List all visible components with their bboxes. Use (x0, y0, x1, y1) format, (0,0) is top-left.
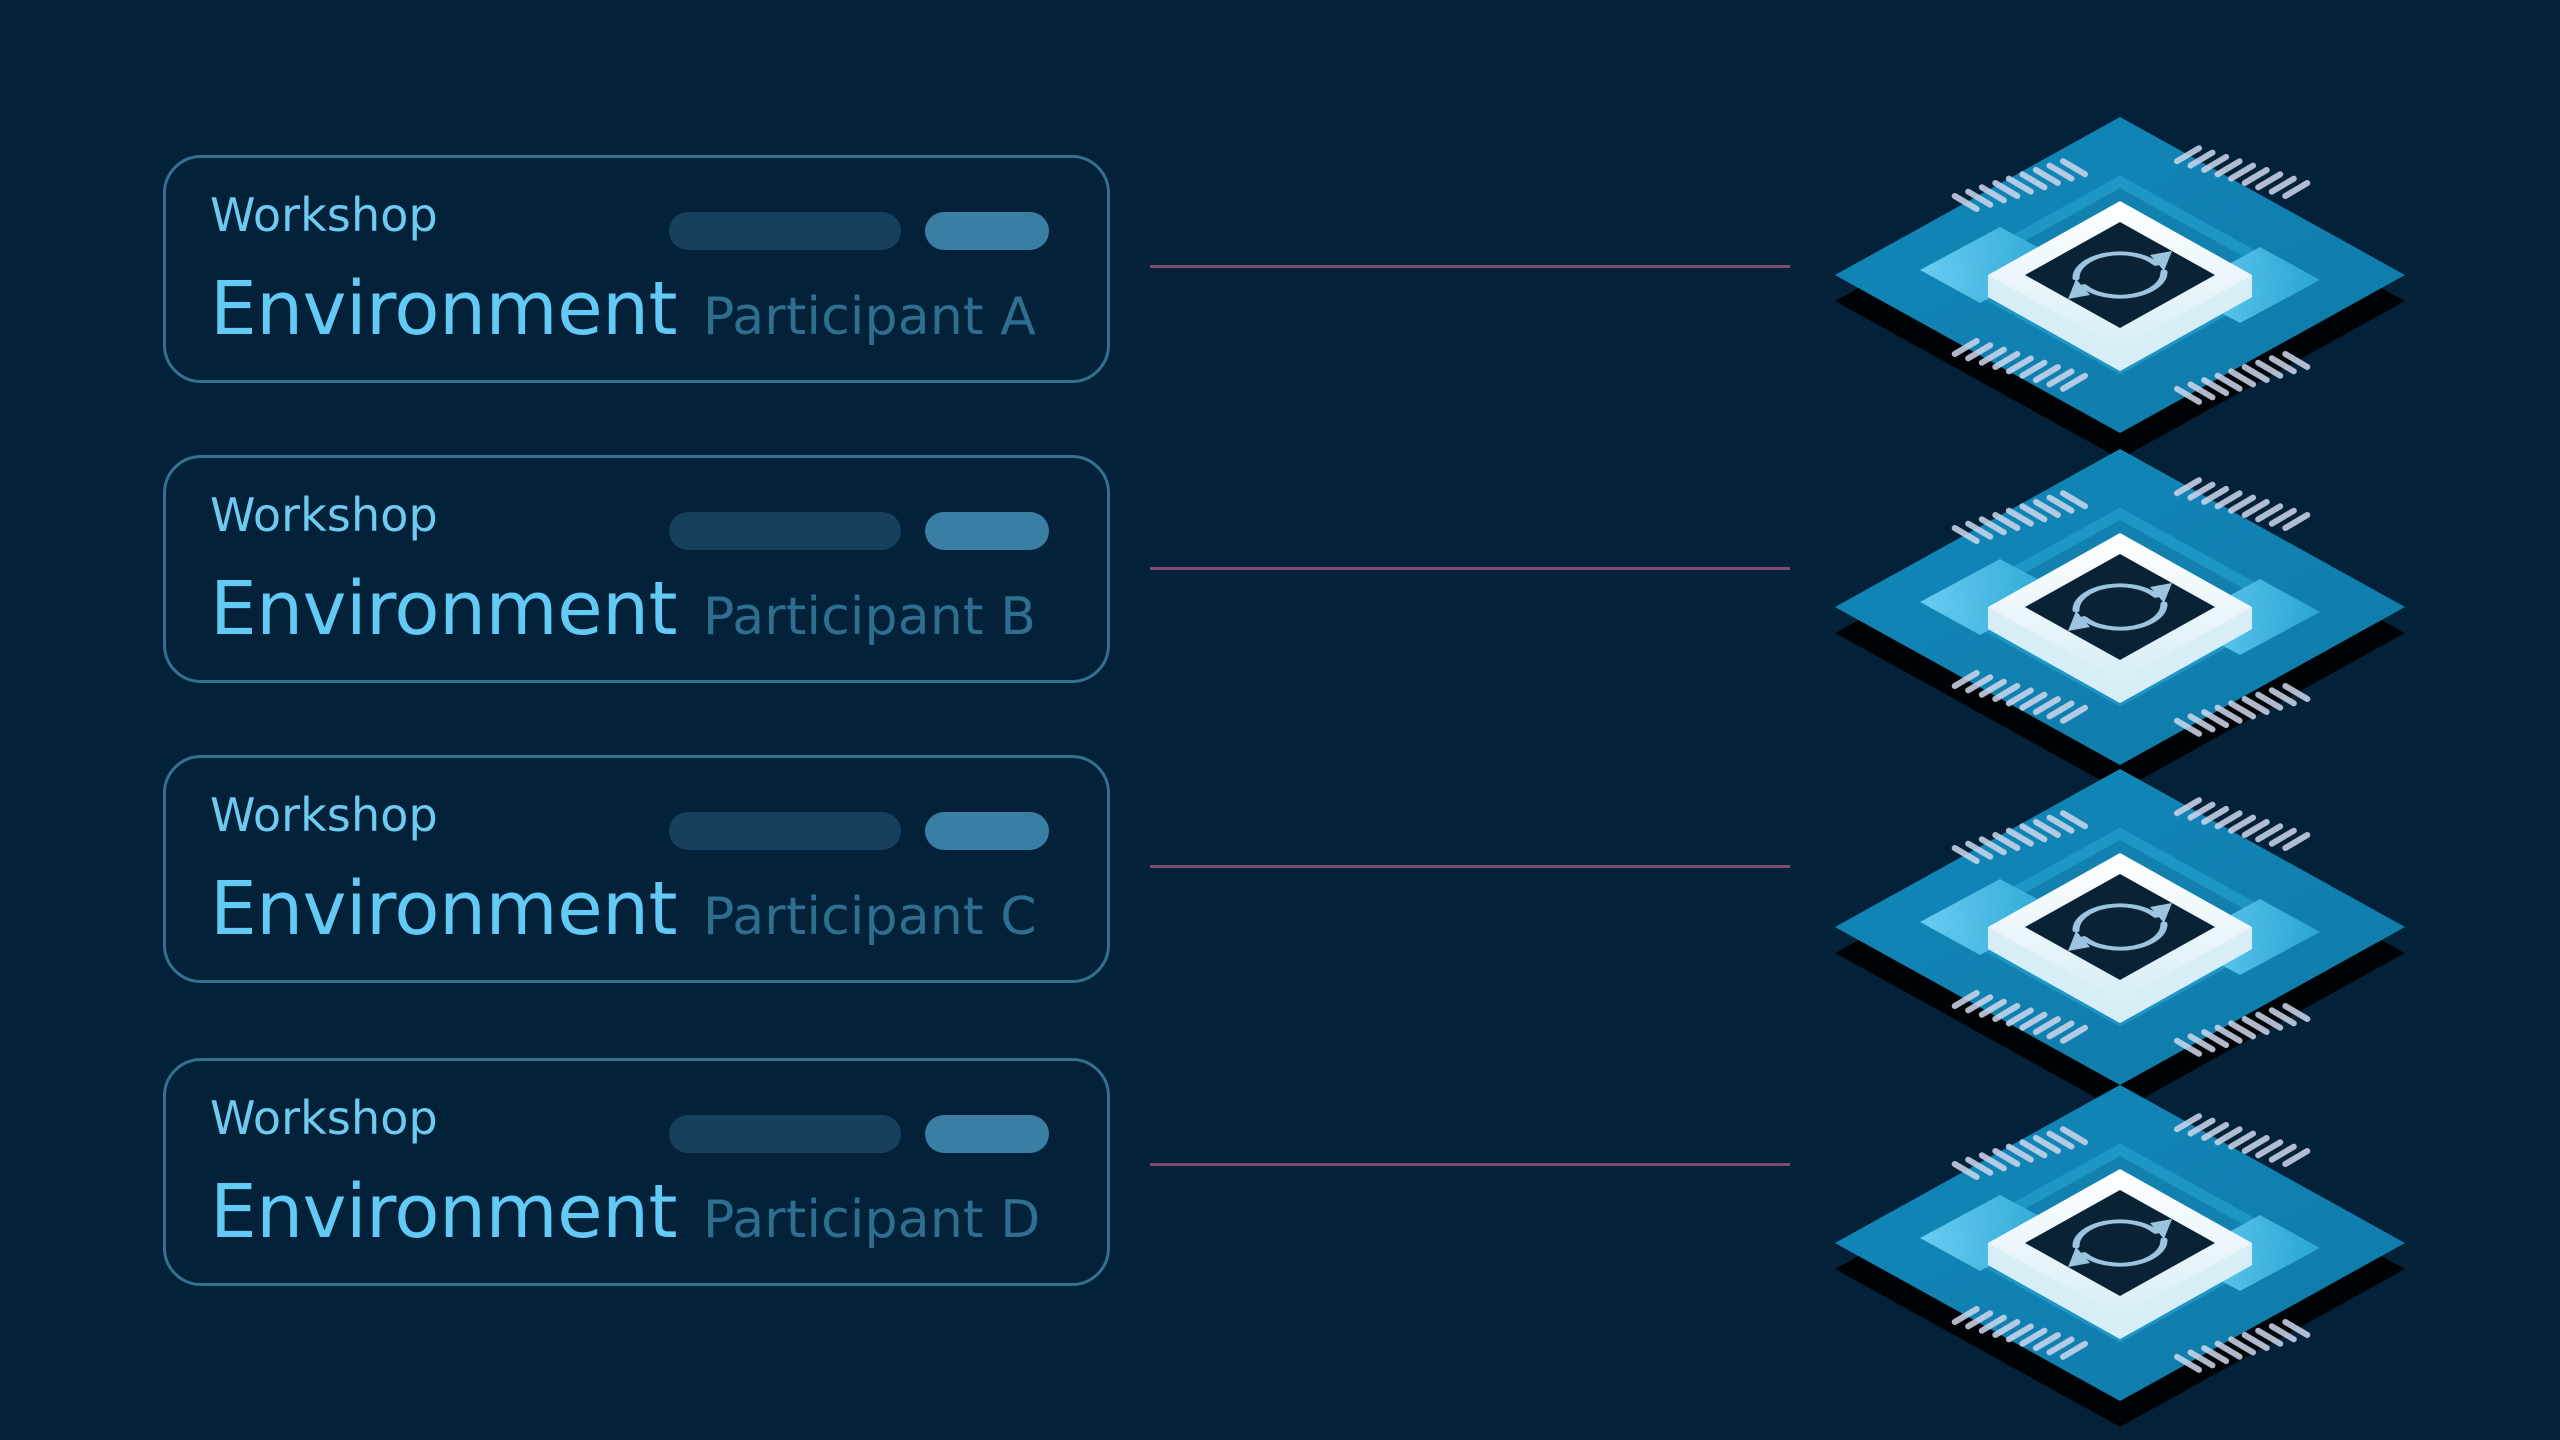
progress-pill-filled (669, 812, 901, 850)
progress-pill-accent (925, 212, 1049, 250)
environment-title: Environment (210, 1169, 678, 1255)
connector-line (1150, 265, 1790, 268)
card-eyebrow: Workshop (210, 488, 438, 542)
processor-chip (1830, 1028, 2410, 1440)
progress-pill-filled (669, 212, 901, 250)
progress-pill-filled (669, 1115, 901, 1153)
participant-label: Participant C (703, 887, 1037, 947)
card-eyebrow: Workshop (210, 788, 438, 842)
progress-pill-accent (925, 512, 1049, 550)
connector-line (1150, 865, 1790, 868)
connector-line (1150, 567, 1790, 570)
processor-chip (1830, 392, 2410, 822)
progress-pill-accent (925, 812, 1049, 850)
processor-chip (1830, 60, 2410, 490)
progress-indicator-group (669, 212, 1049, 250)
card-eyebrow: Workshop (210, 1091, 438, 1145)
card-eyebrow: Workshop (210, 188, 438, 242)
progress-indicator-group (669, 812, 1049, 850)
progress-indicator-group (669, 1115, 1049, 1153)
environment-title: Environment (210, 266, 678, 352)
processor-chip (1830, 712, 2410, 1142)
participant-label: Participant D (703, 1190, 1041, 1250)
environment-title: Environment (210, 866, 678, 952)
progress-indicator-group (669, 512, 1049, 550)
progress-pill-filled (669, 512, 901, 550)
environment-title: Environment (210, 566, 678, 652)
participant-label: Participant B (703, 587, 1037, 647)
chip-stack (1830, 0, 2560, 1440)
progress-pill-accent (925, 1115, 1049, 1153)
participant-label: Participant A (703, 287, 1037, 347)
connector-line (1150, 1163, 1790, 1166)
